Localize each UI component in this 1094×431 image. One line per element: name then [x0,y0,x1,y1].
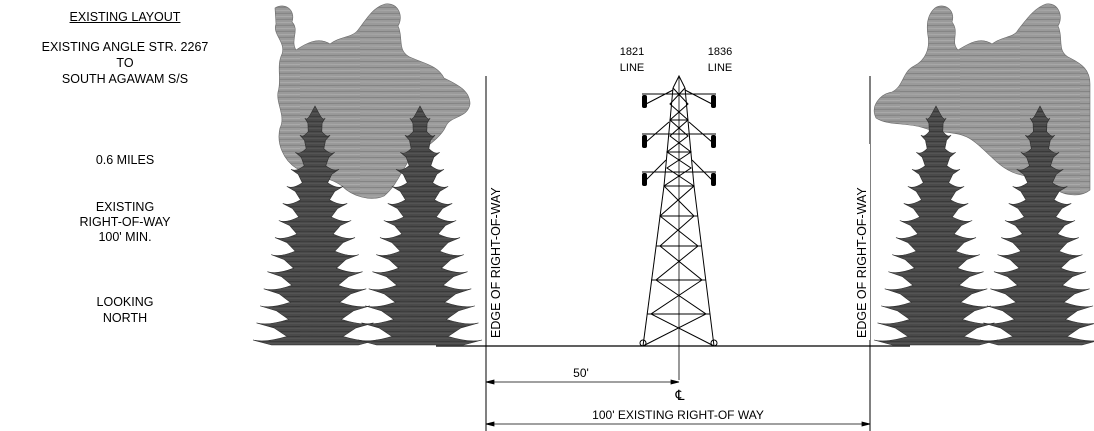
insulators [642,95,716,186]
left-edge-label-wrap: EDGE OF RIGHT-OF-WAY [488,144,504,340]
centerline-symbol: ℄ [675,388,685,404]
half-width-dimension [485,379,680,385]
structure-note-line-3: SOUTH AGAWAM S/S [61,72,189,86]
row-note-line-1: EXISTING [95,200,155,214]
conifer-tree [357,105,483,346]
left-circuit-label: LINE [619,62,645,74]
right-circuit-label: LINE [707,62,733,74]
conifer-tree [252,105,378,346]
structure-note-line-1: EXISTING ANGLE STR. 2267 [41,40,209,54]
conifer-tree [979,105,1094,346]
layout-title: EXISTING LAYOUT [69,10,181,24]
direction-note-line-2: NORTH [102,311,148,325]
conifer-group [252,105,1094,346]
conifer-tree [873,105,999,346]
left-edge-label: EDGE OF RIGHT-OF-WAY [489,187,503,338]
distance-note: 0.6 MILES [95,153,155,167]
half-width-label: 50' [573,366,589,380]
right-deciduous-foliage [873,3,1091,196]
full-width-label: 100' EXISTING RIGHT-OF WAY [592,408,764,422]
right-edge-label: EDGE OF RIGHT-OF-WAY [855,187,869,338]
row-note-line-2: RIGHT-OF-WAY [79,215,171,229]
right-edge-label-wrap: EDGE OF RIGHT-OF-WAY [854,144,870,340]
lattice-tower [639,74,718,380]
structure-note-line-2: TO [116,56,134,70]
row-note-line-3: 100' MIN. [98,230,152,244]
full-width-dimension [485,421,871,427]
left-circuit-number: 1821 [619,46,645,58]
direction-note-line-1: LOOKING [96,295,154,309]
right-circuit-number: 1836 [707,46,733,58]
